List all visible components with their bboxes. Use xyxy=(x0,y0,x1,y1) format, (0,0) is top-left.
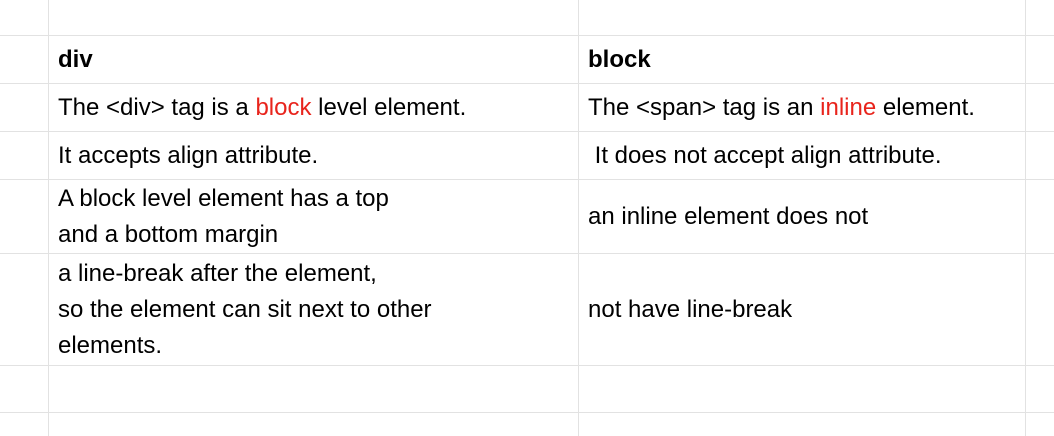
cell-text: an inline element does not xyxy=(588,202,869,230)
text-line: A block level element has a top xyxy=(58,184,389,212)
cell-div-definition[interactable]: The <div> tag is a block level element. xyxy=(49,84,578,131)
cell-span-align[interactable]: It does not accept align attribute. xyxy=(579,132,1025,179)
text-line: a line-break after the element, xyxy=(58,259,377,287)
empty-cell[interactable] xyxy=(579,366,1025,412)
grid-line xyxy=(0,35,1054,36)
cell-header-div[interactable]: div xyxy=(49,36,578,83)
text-segment: level element. xyxy=(311,93,467,121)
cell-text: not have line-break xyxy=(588,295,793,323)
empty-cell[interactable] xyxy=(49,0,578,35)
text-segment: element. xyxy=(876,93,975,121)
empty-cell[interactable] xyxy=(579,0,1025,35)
cell-text: A block level element has a top and a bo… xyxy=(58,181,389,253)
grid-line xyxy=(0,412,1054,413)
cell-span-margin[interactable]: an inline element does not xyxy=(579,180,1025,253)
cell-text: It does not accept align attribute. xyxy=(588,141,942,169)
cell-header-block[interactable]: block xyxy=(579,36,1025,83)
grid-line xyxy=(0,83,1054,84)
grid-line xyxy=(0,365,1054,366)
grid-line xyxy=(0,131,1054,132)
cell-span-definition[interactable]: The <span> tag is an inline element. xyxy=(579,84,1025,131)
text-line: elements. xyxy=(58,331,163,359)
cell-span-linebreak[interactable]: not have line-break xyxy=(579,254,1025,365)
grid-line xyxy=(578,0,579,436)
text-line: and a bottom margin xyxy=(58,220,279,248)
highlight-text: inline xyxy=(820,93,877,121)
grid-line xyxy=(1025,0,1026,436)
cell-div-linebreak[interactable]: a line-break after the element, so the e… xyxy=(49,254,578,365)
cell-text: div xyxy=(58,45,93,73)
grid-line xyxy=(0,253,1054,254)
text-segment: The <div> tag is a xyxy=(58,93,256,121)
cell-div-align[interactable]: It accepts align attribute. xyxy=(49,132,578,179)
cell-text: a line-break after the element, so the e… xyxy=(58,256,432,364)
cell-text: The <div> tag is a block level element. xyxy=(58,90,466,126)
cell-text: It accepts align attribute. xyxy=(58,141,319,169)
text-line: so the element can sit next to other xyxy=(58,295,432,323)
cell-text: The <span> tag is an inline element. xyxy=(588,90,975,126)
grid-line xyxy=(0,179,1054,180)
highlight-text: block xyxy=(255,93,312,121)
text-segment: The <span> tag is an xyxy=(588,93,821,121)
empty-cell[interactable] xyxy=(49,366,578,412)
grid-line xyxy=(48,0,49,436)
cell-div-margin[interactable]: A block level element has a top and a bo… xyxy=(49,180,578,253)
cell-text: block xyxy=(588,45,651,73)
